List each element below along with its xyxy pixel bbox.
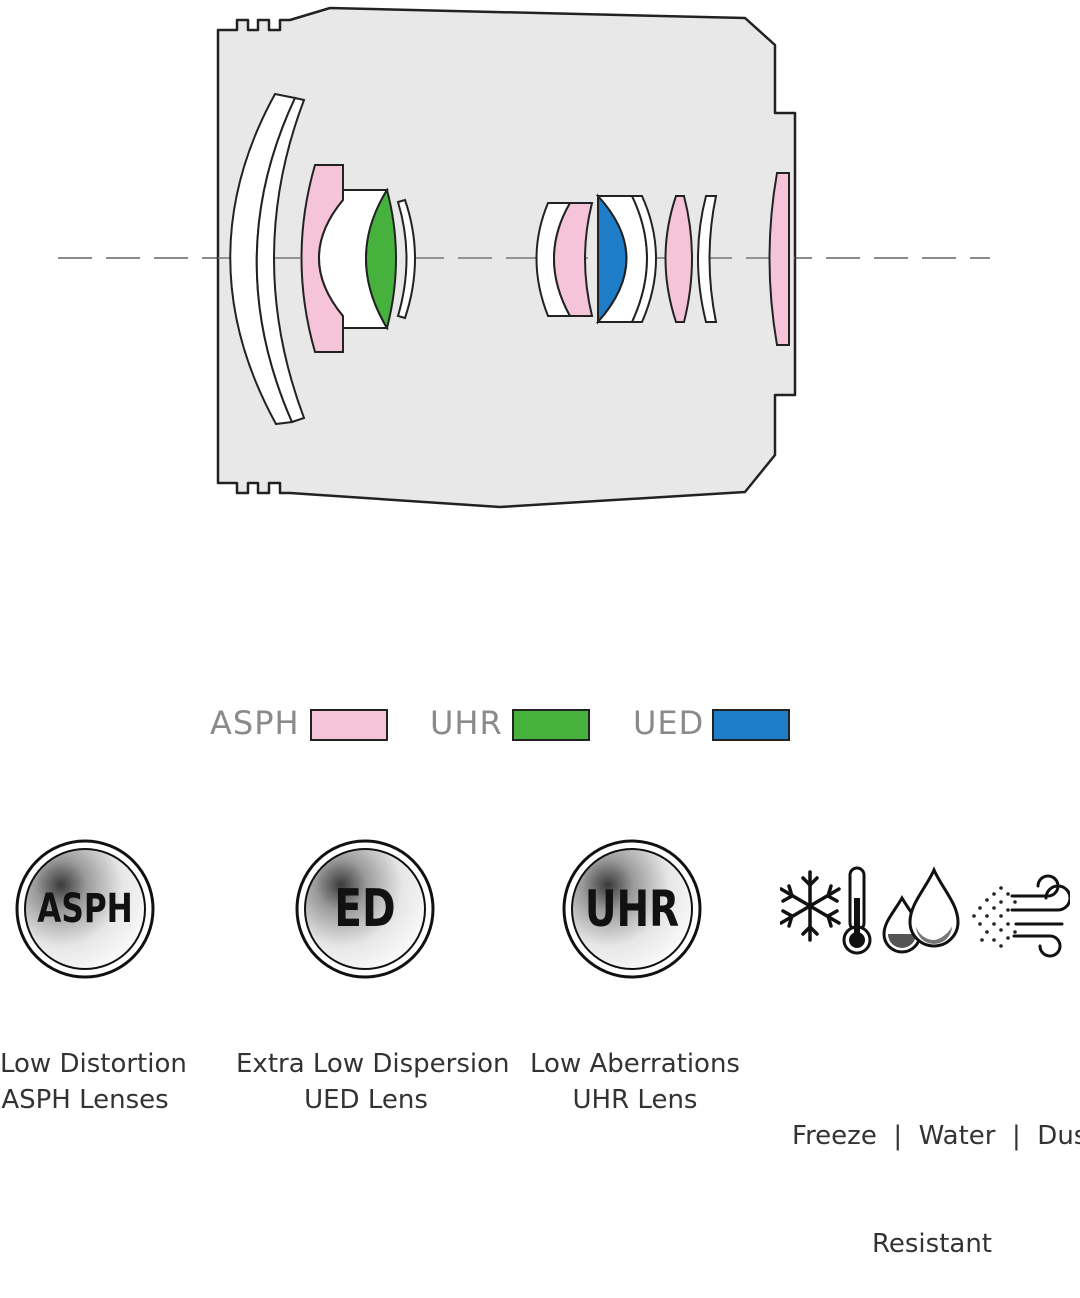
legend-swatch-ued: [712, 709, 790, 741]
badge-label: UHR: [584, 880, 680, 938]
badge-label: ED: [334, 879, 396, 939]
feature-caption-ued: Extra Low Dispersion UED Lens: [236, 1046, 510, 1118]
caption-line: Freeze | Water | Dust: [792, 1121, 1080, 1151]
legend-label: UHR: [430, 704, 503, 742]
caption-line: UHR Lens: [572, 1085, 698, 1115]
legend-swatch-asph: [310, 709, 388, 741]
weather-resistance-icons: [780, 866, 1070, 958]
lens-element-asph-4: [768, 172, 790, 346]
legend-label: ASPH: [210, 704, 300, 742]
caption-line: Low Aberrations: [530, 1049, 740, 1079]
caption-line: Resistant: [871, 1229, 992, 1259]
caption-line: ASPH Lenses: [1, 1085, 169, 1115]
lens-element-8: [697, 195, 718, 323]
ed-badge-icon: ED: [294, 838, 436, 980]
feature-caption-weather: Freeze | Water | Dust Resistant: [792, 1046, 1080, 1298]
lens-element-asph-2: [553, 202, 594, 317]
caption-line: Low Distortion: [0, 1049, 187, 1079]
feature-caption-asph: Low Distortion ASPH Lenses: [0, 1046, 187, 1118]
lens-element-7: [630, 195, 657, 323]
lens-element-2: [255, 96, 306, 424]
legend: ASPH UHR UED: [0, 700, 1080, 750]
dust-wind-icon: [972, 874, 1070, 958]
lens-element-asph-3: [664, 195, 693, 323]
badge-label: ASPH: [37, 886, 133, 932]
lens-element-4: [396, 198, 416, 320]
uhr-badge-icon: UHR: [561, 838, 703, 980]
legend-swatch-uhr: [512, 709, 590, 741]
water-drops-icon: [882, 866, 960, 954]
caption-line: Extra Low Dispersion: [236, 1049, 510, 1079]
legend-label: UED: [633, 704, 705, 742]
caption-line: UED Lens: [304, 1085, 428, 1115]
feature-caption-uhr: Low Aberrations UHR Lens: [530, 1046, 740, 1118]
lens-cross-section-diagram: [58, 6, 990, 509]
thermometer-icon: [842, 866, 872, 955]
snowflake-icon: [780, 870, 841, 942]
lens-element-uhr: [365, 187, 397, 331]
asph-badge-icon: ASPH: [14, 838, 156, 980]
